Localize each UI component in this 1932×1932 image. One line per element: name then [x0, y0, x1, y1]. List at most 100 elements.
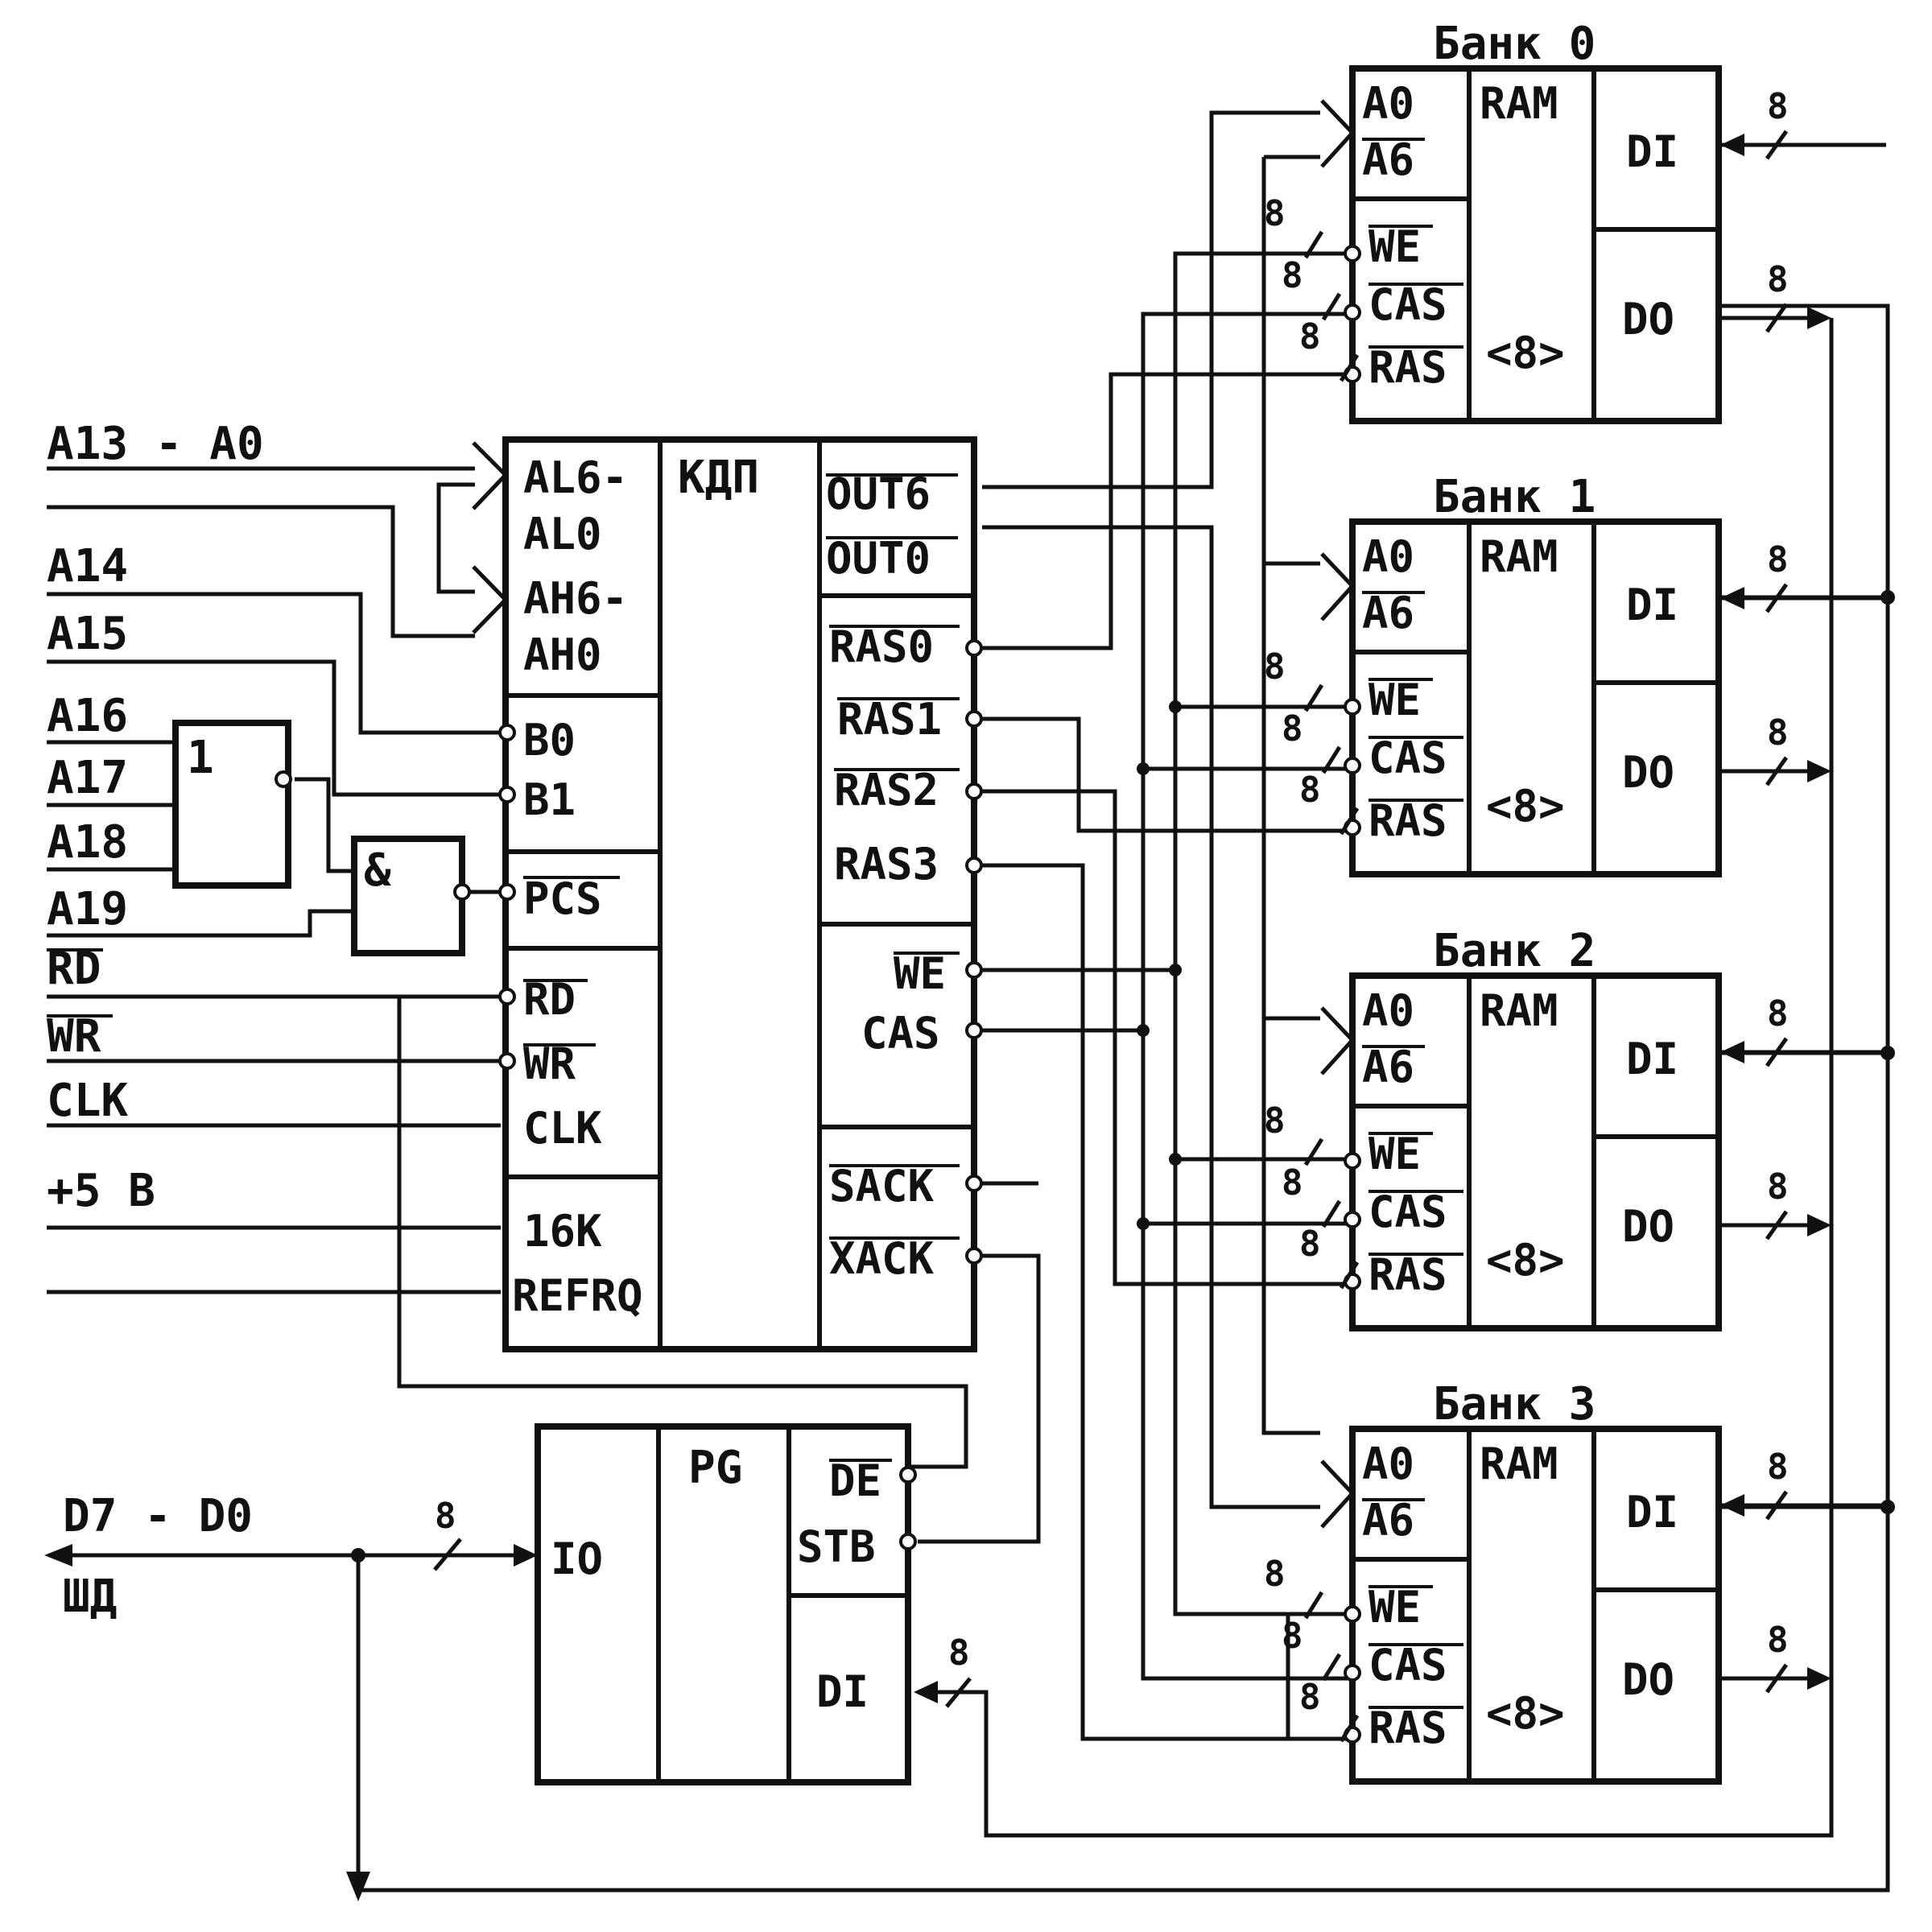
bank-pin-do: DO — [1622, 1654, 1674, 1705]
label-a19: A19 — [47, 883, 128, 935]
bank-body — [1349, 972, 1722, 1331]
pg-buffer: PG IO DE STB DI — [535, 1423, 917, 1785]
bank-ctrl-width: 8 — [1299, 1677, 1321, 1718]
bank-pin-we: WE — [1368, 1582, 1421, 1633]
and-gate-body — [351, 836, 465, 956]
pin-b0: B0 — [523, 715, 576, 766]
label-a15: A15 — [47, 608, 128, 660]
bank-ctrl-width: 8 — [1299, 770, 1321, 811]
pin-clk: CLK — [523, 1103, 602, 1154]
dram-controller: КДП AL6- AL0 AH6- AH0 B0 B1 PCS RD WR CL… — [498, 436, 1038, 1352]
bank-pin-do: DO — [1622, 747, 1674, 798]
pin-xack: XACK — [829, 1233, 935, 1284]
bank-title: Банк 3 — [1433, 1378, 1596, 1430]
bus-width-pg-di: 8 — [948, 1633, 970, 1674]
pin-16k: 16K — [523, 1206, 602, 1257]
address-bus-arrow — [1320, 552, 1356, 621]
bank-count: <8> — [1486, 1688, 1565, 1739]
bus-width-io: 8 — [435, 1496, 456, 1537]
pg-pin-di: DI — [816, 1666, 869, 1717]
and-inversion-bubble — [453, 883, 471, 901]
a14-wire — [47, 592, 501, 735]
bank-pin-a6: A6 — [1362, 1495, 1414, 1546]
bank-pin-a6: A6 — [1362, 588, 1414, 638]
label-data-bus-name: ШД — [63, 1571, 117, 1623]
label-data-bus: D7 - D0 — [63, 1490, 253, 1542]
data-bus-wires: 8 8 — [44, 303, 1895, 1901]
bank-pin-we: WE — [1368, 221, 1421, 272]
bank-pin-cas: CAS — [1368, 279, 1447, 330]
bank-title: Банк 2 — [1433, 925, 1596, 977]
bank-di-width: 8 — [1767, 1447, 1789, 1488]
and-gate: & — [351, 836, 471, 956]
address-bus-arrow — [1320, 1006, 1356, 1075]
pin-b1: B1 — [523, 774, 576, 825]
bank-pin-cas: CAS — [1368, 1187, 1447, 1237]
pin-ah0: AH0 — [523, 630, 602, 680]
bank-di-width: 8 — [1767, 86, 1789, 127]
pin-ras2: RAS2 — [834, 765, 939, 815]
label-vcc: +5 B — [47, 1165, 155, 1217]
bank-ctrl-width: 8 — [1299, 316, 1321, 357]
label-wr: WR — [47, 1010, 101, 1063]
bank-pin-do: DO — [1622, 294, 1674, 345]
pin-out0: OUT0 — [826, 533, 931, 584]
pin-ras1: RAS1 — [837, 694, 942, 745]
or-gate-body — [172, 720, 291, 889]
or-inversion-bubble — [275, 770, 292, 788]
bank-pin-di: DI — [1626, 126, 1678, 177]
bank-pin-a6: A6 — [1362, 1042, 1414, 1092]
pin-ras3: RAS3 — [834, 839, 939, 890]
bank-title: Банк 1 — [1433, 471, 1596, 523]
pg-pin-de: DE — [829, 1455, 881, 1506]
pg-body — [535, 1423, 911, 1785]
bank-pin-a0: A0 — [1362, 1439, 1414, 1489]
or-gate: 1 — [172, 720, 292, 889]
bank-ctrl-width: 8 — [1282, 1162, 1303, 1203]
pin-sack: SACK — [829, 1161, 935, 1212]
bank-pin-a0: A0 — [1362, 531, 1414, 582]
pg-title: PG — [688, 1442, 742, 1494]
bank-pin-a0: A0 — [1362, 985, 1414, 1036]
bank-pin-a6: A6 — [1362, 134, 1414, 185]
address-bus-arrow — [1320, 99, 1356, 168]
bank-type: RAM — [1480, 1439, 1558, 1489]
rd-to-de-wire — [397, 997, 968, 1469]
pin-we: WE — [894, 948, 946, 999]
ah-wire — [47, 505, 475, 638]
bank-ctrl-width: 8 — [1264, 1554, 1286, 1595]
bank-di-width: 8 — [1767, 993, 1789, 1034]
bank-pin-ras: RAS — [1368, 342, 1447, 393]
bank-title: Банк 0 — [1433, 18, 1596, 70]
bank-wiring — [982, 110, 1352, 1741]
bank-pin-ras: RAS — [1368, 795, 1447, 846]
bank-pin-di: DI — [1626, 1487, 1678, 1538]
pg-pin-stb: STB — [797, 1521, 876, 1572]
bank-pin-ras: RAS — [1368, 1703, 1447, 1753]
left-input-labels: A13 - A0 A14 A15 A16 A17 A18 A19 RD WR C… — [47, 418, 264, 1623]
pg-pin-io: IO — [551, 1534, 603, 1584]
input-wires — [47, 441, 968, 1469]
al-ah-bus-arrow — [436, 441, 509, 634]
bank-di-width: 8 — [1767, 539, 1789, 580]
pin-ras0: RAS0 — [829, 621, 934, 672]
bank-pin-ras: RAS — [1368, 1249, 1447, 1300]
pin-ah6: AH6- — [523, 573, 628, 624]
bank-count: <8> — [1486, 1235, 1565, 1286]
bank-do-width: 8 — [1767, 259, 1789, 300]
pin-al6: AL6- — [523, 452, 628, 503]
bank-ctrl-width: 8 — [1282, 708, 1303, 749]
bank-do-width: 8 — [1767, 712, 1789, 753]
a15-wire — [47, 659, 501, 797]
label-a18: A18 — [47, 816, 128, 869]
label-a13-a0: A13 - A0 — [47, 418, 264, 470]
label-clk: CLK — [47, 1075, 128, 1127]
bank-pin-cas: CAS — [1368, 733, 1447, 783]
or-to-and-wire — [295, 777, 354, 873]
